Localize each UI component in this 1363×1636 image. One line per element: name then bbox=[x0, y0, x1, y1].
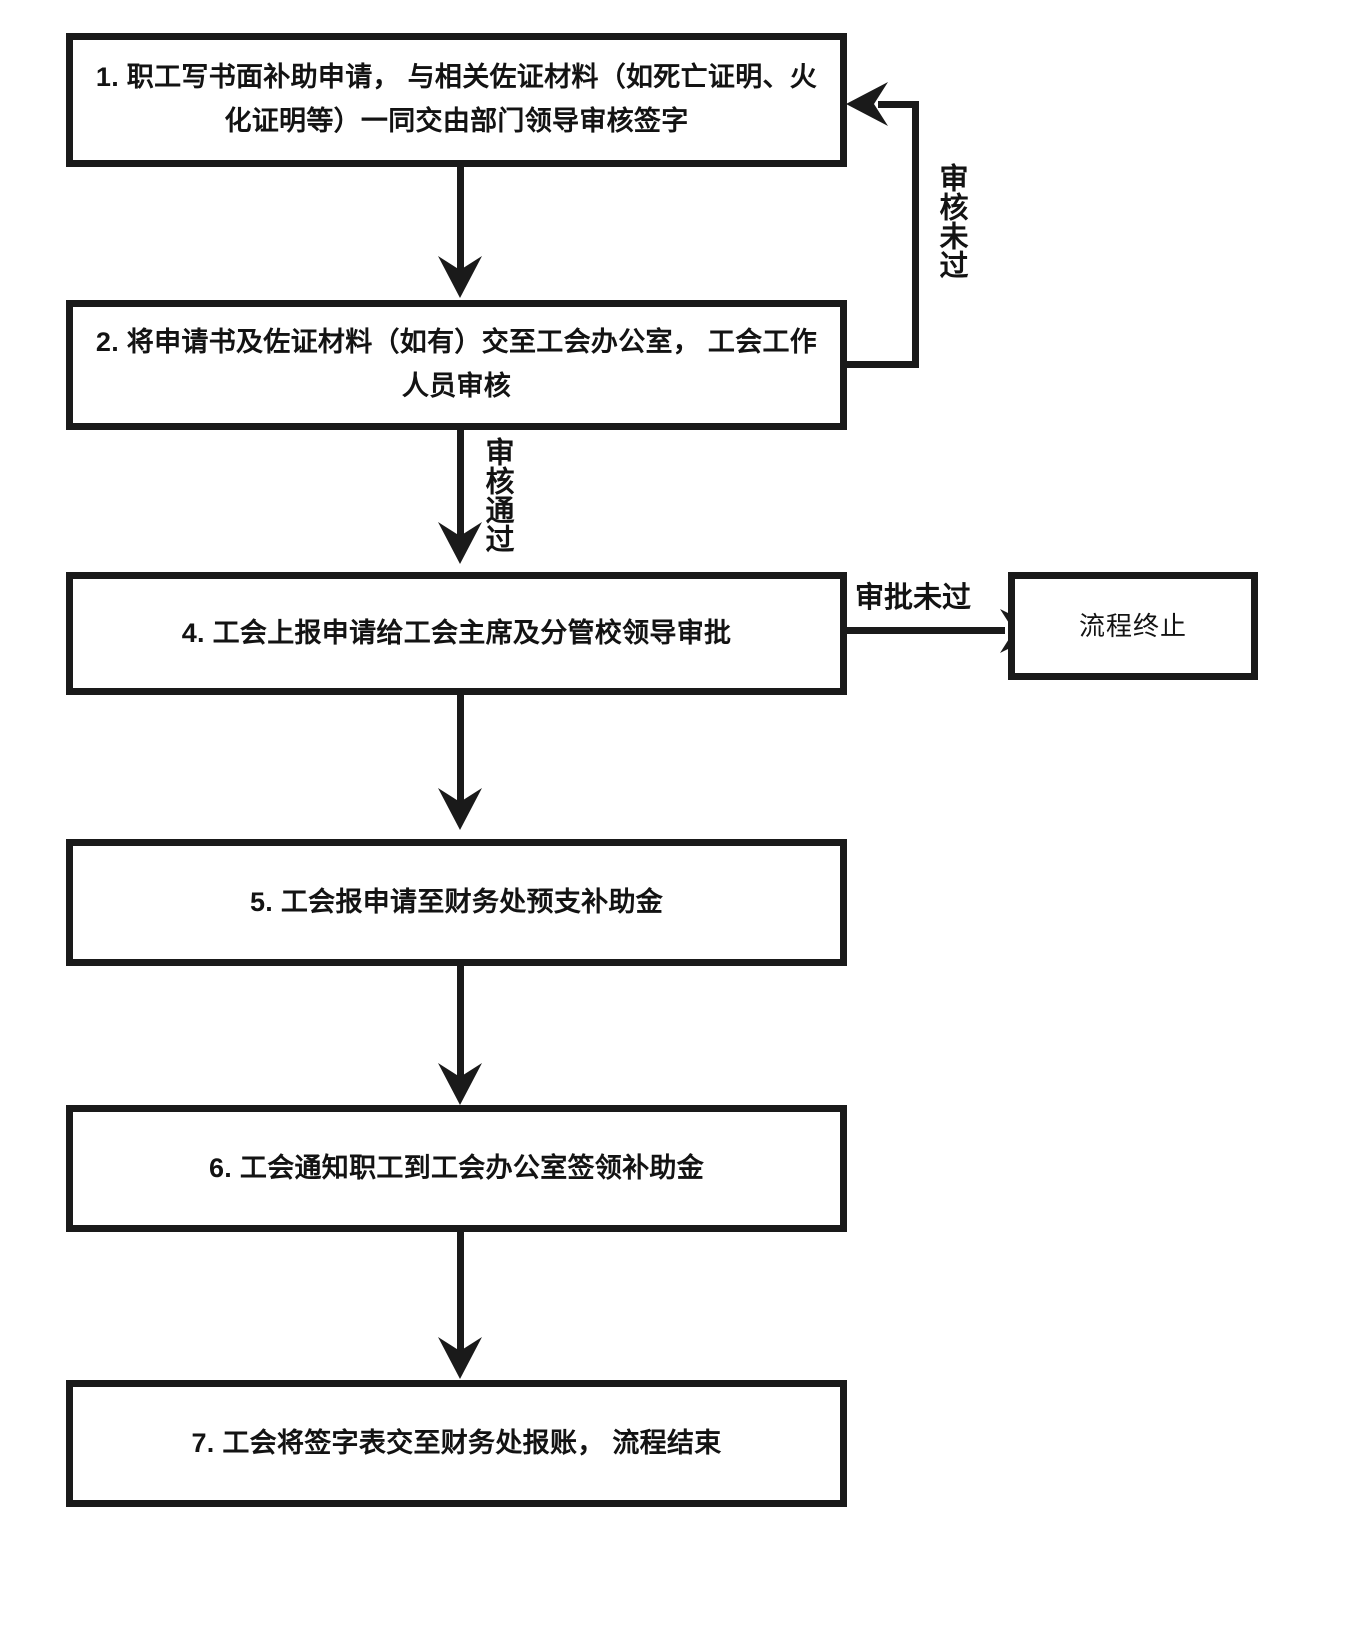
edge-label-review-failed: 审核未过 bbox=[935, 163, 967, 279]
flow-node-step6-label: 6. 工会通知职工到工会办公室签领补助金 bbox=[208, 1152, 705, 1183]
edge-step5-step6-arrowhead bbox=[438, 1063, 482, 1105]
edge-step5-step6-line bbox=[457, 966, 464, 1084]
flow-node-terminate-label: 流程终止 bbox=[1078, 610, 1187, 641]
edge-label-review-passed: 审核通过 bbox=[481, 437, 513, 553]
edge-step2-step4-arrowhead bbox=[438, 522, 482, 564]
edge-step4-terminate-line bbox=[847, 627, 1005, 634]
edge-step2-step1-riser bbox=[912, 101, 919, 368]
flow-node-step2[interactable]: 2. 将申请书及佐证材料（如有）交至工会办公室， 工会工作人员审核 bbox=[66, 300, 847, 430]
edge-step6-step7-arrowhead bbox=[438, 1337, 482, 1379]
flow-node-step1-label: 1. 职工写书面补助申请， 与相关佐证材料（如死亡证明、火化证明等）一同交由部门… bbox=[95, 62, 818, 136]
edge-step2-step4-line bbox=[457, 430, 464, 542]
flow-node-step2-label: 2. 将申请书及佐证材料（如有）交至工会办公室， 工会工作人员审核 bbox=[95, 327, 818, 401]
flow-node-step5-label: 5. 工会报申请至财务处预支补助金 bbox=[249, 886, 664, 917]
edge-label-approval-failed: 审批未过 bbox=[855, 582, 972, 614]
edge-step2-step1-bottom bbox=[847, 361, 919, 368]
edge-step4-step5-line bbox=[457, 695, 464, 807]
edge-step1-step2-arrowhead bbox=[438, 256, 482, 298]
flow-node-step6[interactable]: 6. 工会通知职工到工会办公室签领补助金 bbox=[66, 1105, 847, 1232]
flow-node-step4-label: 4. 工会上报申请给工会主席及分管校领导审批 bbox=[181, 617, 732, 648]
edge-step2-step1-arrowhead bbox=[846, 82, 888, 126]
flow-node-step7[interactable]: 7. 工会将签字表交至财务处报账， 流程结束 bbox=[66, 1380, 847, 1507]
flow-node-terminate[interactable]: 流程终止 bbox=[1008, 572, 1258, 680]
flow-node-step7-label: 7. 工会将签字表交至财务处报账， 流程结束 bbox=[191, 1427, 722, 1458]
flow-node-step5[interactable]: 5. 工会报申请至财务处预支补助金 bbox=[66, 839, 847, 966]
edge-step6-step7-line bbox=[457, 1232, 464, 1354]
flow-node-step4[interactable]: 4. 工会上报申请给工会主席及分管校领导审批 bbox=[66, 572, 847, 695]
edge-step1-step2-line bbox=[457, 167, 464, 277]
flow-node-step1[interactable]: 1. 职工写书面补助申请， 与相关佐证材料（如死亡证明、火化证明等）一同交由部门… bbox=[66, 33, 847, 167]
edge-step2-step1-top bbox=[878, 101, 919, 108]
edge-step4-step5-arrowhead bbox=[438, 788, 482, 830]
